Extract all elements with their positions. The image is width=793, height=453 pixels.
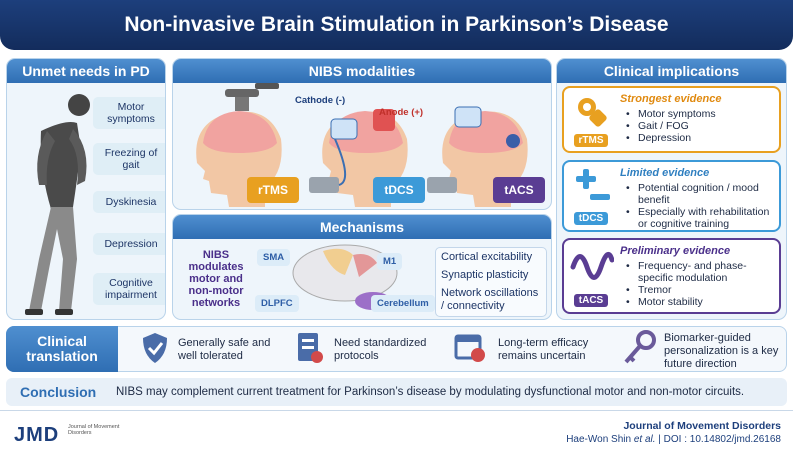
mechanism-cortical-excitability: Cortical excitability <box>441 251 533 263</box>
translation-biomarker: Biomarker-guided personalization is a ke… <box>664 332 779 370</box>
translation-protocols: Need standardized protocols <box>334 337 427 362</box>
conclusion-row <box>6 378 787 406</box>
region-m1: M1 <box>377 253 403 270</box>
mechanisms-header: Mechanisms <box>173 215 551 239</box>
shield-check-icon <box>143 333 167 363</box>
region-sma: SMA <box>257 249 291 266</box>
key-icon <box>624 330 656 364</box>
cathode-label: Cathode (-) <box>295 95 346 106</box>
mechanism-synaptic-plasticity: Synaptic plasticity <box>441 269 529 281</box>
rtms-evidence-box: rTMS Strongest evidence Motor symptoms G… <box>562 86 781 153</box>
citation-doi: | DOI : 10.14802/jmd.26168 <box>655 434 781 445</box>
mechanism-network-oscillations: Network oscillations / connectivity <box>441 287 539 312</box>
unmet-needs-header: Unmet needs in PD <box>7 59 165 83</box>
tacs-badge: tACS <box>493 177 545 203</box>
parkinson-patient-figure <box>25 94 90 315</box>
tdcs-evidence-box: tDCS Limited evidence Potential cognitio… <box>562 160 781 232</box>
rtms-coil-icon <box>578 98 607 127</box>
brain-regions-icon <box>292 244 398 310</box>
nibs-modalities-panel: NIBS modalities Cathode (-) Anode <box>172 58 552 210</box>
footer-divider <box>0 410 793 411</box>
translation-safe: Generally safe and well tolerated <box>178 337 271 362</box>
conclusion-text: NIBS may complement current treatment fo… <box>116 386 745 398</box>
tacs-evidence-list: Frequency- and phase-specific modulation… <box>626 260 776 308</box>
tdcs-badge: tDCS <box>373 177 425 203</box>
sine-wave-icon <box>570 251 614 280</box>
list-item: Potential cognition / mood benefit <box>626 182 776 206</box>
region-cerebellum: Cerebellum <box>371 295 435 312</box>
calendar-clock-icon <box>454 334 485 362</box>
mechanisms-summary: NIBS modulates motor and non-motor netwo… <box>188 249 244 309</box>
clinical-translation-label: Clinical translation <box>6 326 118 372</box>
unmet-needs-panel: Unmet needs in PD Motor symptoms Freezin… <box>6 58 166 320</box>
page-title: Non-invasive Brain Stimulation in Parkin… <box>0 0 793 50</box>
jmd-logo: JMD <box>14 424 60 446</box>
tacs-evidence-box: tACS Preliminary evidence Frequency- and… <box>562 238 781 314</box>
citation-authors: Hae-Won Shin <box>566 434 634 445</box>
conclusion-label: Conclusion <box>20 384 97 400</box>
mechanisms-panel: Mechanisms NIBS modulates motor and non-… <box>172 214 552 320</box>
anode-label: Anode (+) <box>379 107 424 118</box>
rtms-small-badge: rTMS <box>574 134 608 147</box>
list-item: Motor stability <box>626 296 776 308</box>
rtms-badge: rTMS <box>247 177 299 203</box>
translation-long-term: Long-term efficacy remains uncertain <box>498 337 589 362</box>
clinical-implications-header: Clinical implications <box>557 59 786 83</box>
tdcs-small-badge: tDCS <box>574 212 608 225</box>
nibs-modalities-header: NIBS modalities <box>173 59 551 83</box>
journal-name: Journal of Movement Disorders <box>623 420 781 432</box>
list-item: Motor symptoms <box>626 108 716 120</box>
list-item: Gait / FOG <box>626 120 716 132</box>
clinical-translation-row <box>6 326 787 372</box>
tdcs-evidence-list: Potential cognition / mood benefit Espec… <box>626 182 776 230</box>
tacs-small-badge: tACS <box>574 294 608 307</box>
protocol-checklist-icon <box>298 333 323 363</box>
preliminary-evidence-title: Preliminary evidence <box>620 245 731 257</box>
mechanism-list: Cortical excitability Synaptic plasticit… <box>435 247 547 317</box>
plus-minus-icon <box>576 169 610 200</box>
need-freezing-of-gait: Freezing of gait <box>93 143 165 175</box>
citation-etal: et al. <box>633 434 656 445</box>
rtms-head-icon <box>196 83 282 207</box>
strongest-evidence-title: Strongest evidence <box>620 93 722 105</box>
list-item: Especially with rehabilitation or cognit… <box>626 206 776 230</box>
region-dlpfc: DLPFC <box>255 295 299 312</box>
list-item: Tremor <box>626 284 776 296</box>
citation-line: Hae-Won Shin et al. | DOI : 10.14802/jmd… <box>566 434 781 445</box>
need-dyskinesia: Dyskinesia <box>93 191 165 213</box>
limited-evidence-title: Limited evidence <box>620 167 710 179</box>
need-depression: Depression <box>93 233 165 255</box>
rtms-evidence-list: Motor symptoms Gait / FOG Depression <box>626 108 716 144</box>
list-item: Frequency- and phase-specific modulation <box>626 260 776 284</box>
need-cognitive-impairment: Cognitive impairment <box>93 273 165 305</box>
jmd-logo-subtitle: Journal of Movement Disorders <box>68 424 120 436</box>
list-item: Depression <box>626 132 716 144</box>
need-motor-symptoms: Motor symptoms <box>93 97 165 129</box>
